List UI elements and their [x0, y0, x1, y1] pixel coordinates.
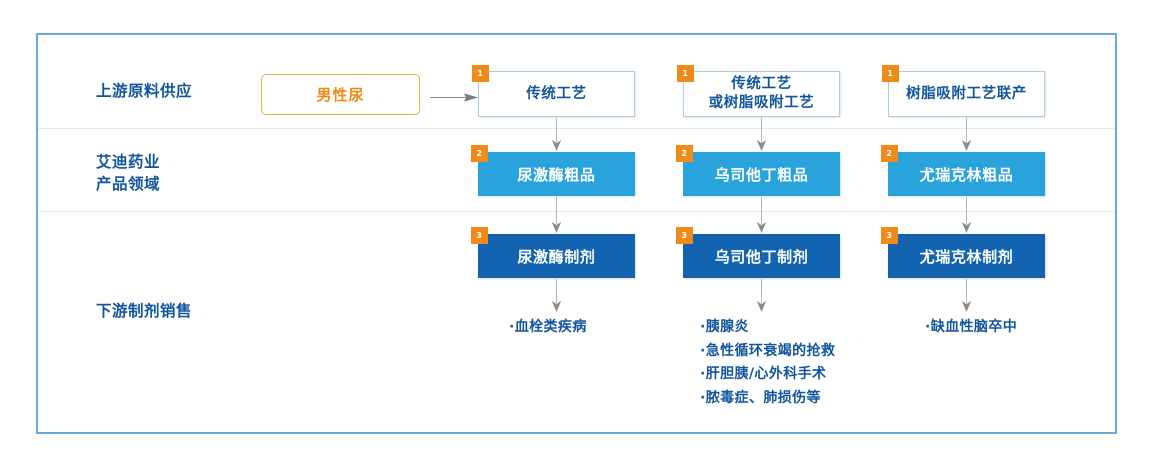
node-level3-ulinastatin[interactable]: 3 乌司他丁制剂	[676, 227, 840, 278]
node-level1-urokinase[interactable]: 1 传统工艺	[472, 65, 635, 117]
arrow-down-icon	[961, 197, 972, 233]
node-level2-ulinastatin[interactable]: 2 乌司他丁粗品	[676, 145, 840, 196]
step-badge-1: 1	[472, 65, 489, 82]
list-item: ·血栓类疾病	[509, 319, 587, 335]
step-badge-2: 2	[881, 145, 898, 162]
node-level3-label: 尿激酶制剂	[517, 247, 596, 266]
list-item: ·胰腺炎	[700, 319, 749, 335]
node-level2-label: 尿激酶粗品	[517, 165, 596, 184]
node-level3-urinary-kallidinogenase[interactable]: 3 尤瑞克林制剂	[881, 227, 1045, 278]
step-badge-1: 1	[677, 65, 694, 82]
arrow-down-icon	[961, 279, 972, 312]
arrow-down-icon	[961, 118, 972, 151]
step-badge-3: 3	[471, 227, 488, 244]
arrow-down-icon	[551, 118, 562, 151]
arrow-down-icon	[756, 118, 767, 151]
indication-list-ulinastatin: ·胰腺炎 ·急性循环衰竭的抢救 ·肝胆胰/心外科手术 ·脓毒症、肺损伤等	[700, 316, 835, 410]
node-level3-label: 乌司他丁制剂	[714, 247, 809, 266]
step-badge-3: 3	[881, 227, 898, 244]
arrow-right-icon	[430, 93, 478, 102]
node-level2-label: 尤瑞克林粗品	[919, 165, 1014, 184]
step-badge-2: 2	[676, 145, 693, 162]
node-level1-ulinastatin[interactable]: 1 传统工艺 或树脂吸附工艺	[677, 65, 840, 117]
arrow-down-icon	[551, 197, 562, 233]
row-divider-upstream-company	[38, 128, 1115, 129]
source-material-box[interactable]: 男性尿	[261, 74, 420, 115]
node-level1-label: 传统工艺	[526, 85, 587, 102]
list-item: ·脓毒症、肺损伤等	[700, 389, 821, 406]
node-level2-label: 乌司他丁粗品	[714, 165, 809, 184]
step-badge-1: 1	[882, 65, 899, 82]
node-level1-label: 传统工艺 或树脂吸附工艺	[708, 76, 815, 111]
list-item: ·肝胆胰/心外科手术	[700, 366, 827, 382]
list-item: ·急性循环衰竭的抢救	[700, 342, 836, 359]
node-level3-urokinase[interactable]: 3 尿激酶制剂	[471, 227, 635, 278]
node-level2-urokinase[interactable]: 2 尿激酶粗品	[471, 145, 635, 196]
row-divider-company-downstream	[38, 211, 1115, 212]
step-badge-3: 3	[676, 227, 693, 244]
node-level2-urinary-kallidinogenase[interactable]: 2 尤瑞克林粗品	[881, 145, 1045, 196]
source-material-label: 男性尿	[316, 86, 365, 104]
step-badge-2: 2	[471, 145, 488, 162]
stage-label-upstream: 上游原料供应	[96, 82, 193, 100]
list-item: ·缺血性脑卒中	[925, 319, 1018, 335]
node-level1-urinary-kallidinogenase[interactable]: 1 树脂吸附工艺联产	[882, 65, 1045, 117]
arrow-down-icon	[551, 279, 562, 312]
node-level1-label: 树脂吸附工艺联产	[906, 85, 1027, 102]
indication-list-urinary-kallidinogenase: ·缺血性脑卒中	[925, 316, 1017, 340]
node-level3-label: 尤瑞克林制剂	[919, 247, 1014, 266]
indication-list-urokinase: ·血栓类疾病	[509, 316, 587, 340]
arrow-down-icon	[756, 197, 767, 233]
stage-label-downstream: 下游制剂销售	[96, 302, 193, 320]
arrow-down-icon	[756, 279, 767, 312]
stage-label-company: 艾迪药业 产品领域	[96, 153, 161, 193]
